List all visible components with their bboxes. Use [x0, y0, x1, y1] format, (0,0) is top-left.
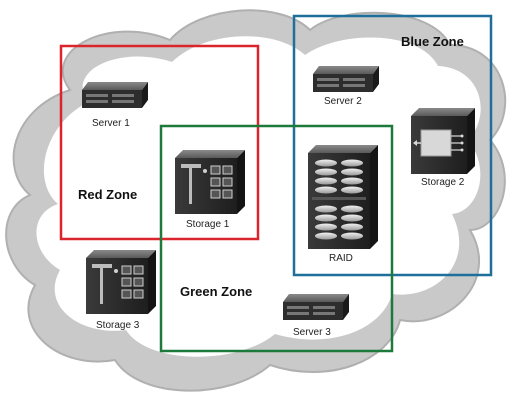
server-3-label: Server 3: [293, 327, 331, 338]
storage-3-label: Storage 3: [96, 320, 140, 331]
server-1-rack-server-icon: [82, 82, 148, 108]
green-zone-label: Green Zone: [180, 284, 253, 299]
server-1-label: Server 1: [92, 118, 130, 129]
raid-label: RAID: [329, 253, 353, 264]
blue-zone-label: Blue Zone: [401, 34, 464, 49]
storage-2-label: Storage 2: [421, 177, 465, 188]
server-2-rack-server-icon: [313, 66, 379, 92]
server-3-rack-server-icon: [283, 294, 349, 320]
server-2-label: Server 2: [324, 96, 362, 107]
raid-disks-bottom: [315, 205, 363, 240]
storage-2-storage-enclosure-icon: [411, 108, 475, 174]
storage-1-storage-array-icon: [175, 150, 245, 214]
red-zone-border: [59, 44, 260, 241]
storage-1-label: Storage 1: [186, 219, 230, 230]
green-zone-border: [159, 124, 394, 353]
raid-disks-top: [315, 159, 363, 194]
storage-3-storage-array-icon: [86, 250, 156, 314]
raid-disk-array-icon: [308, 145, 378, 249]
red-zone-label: Red Zone: [78, 187, 138, 202]
